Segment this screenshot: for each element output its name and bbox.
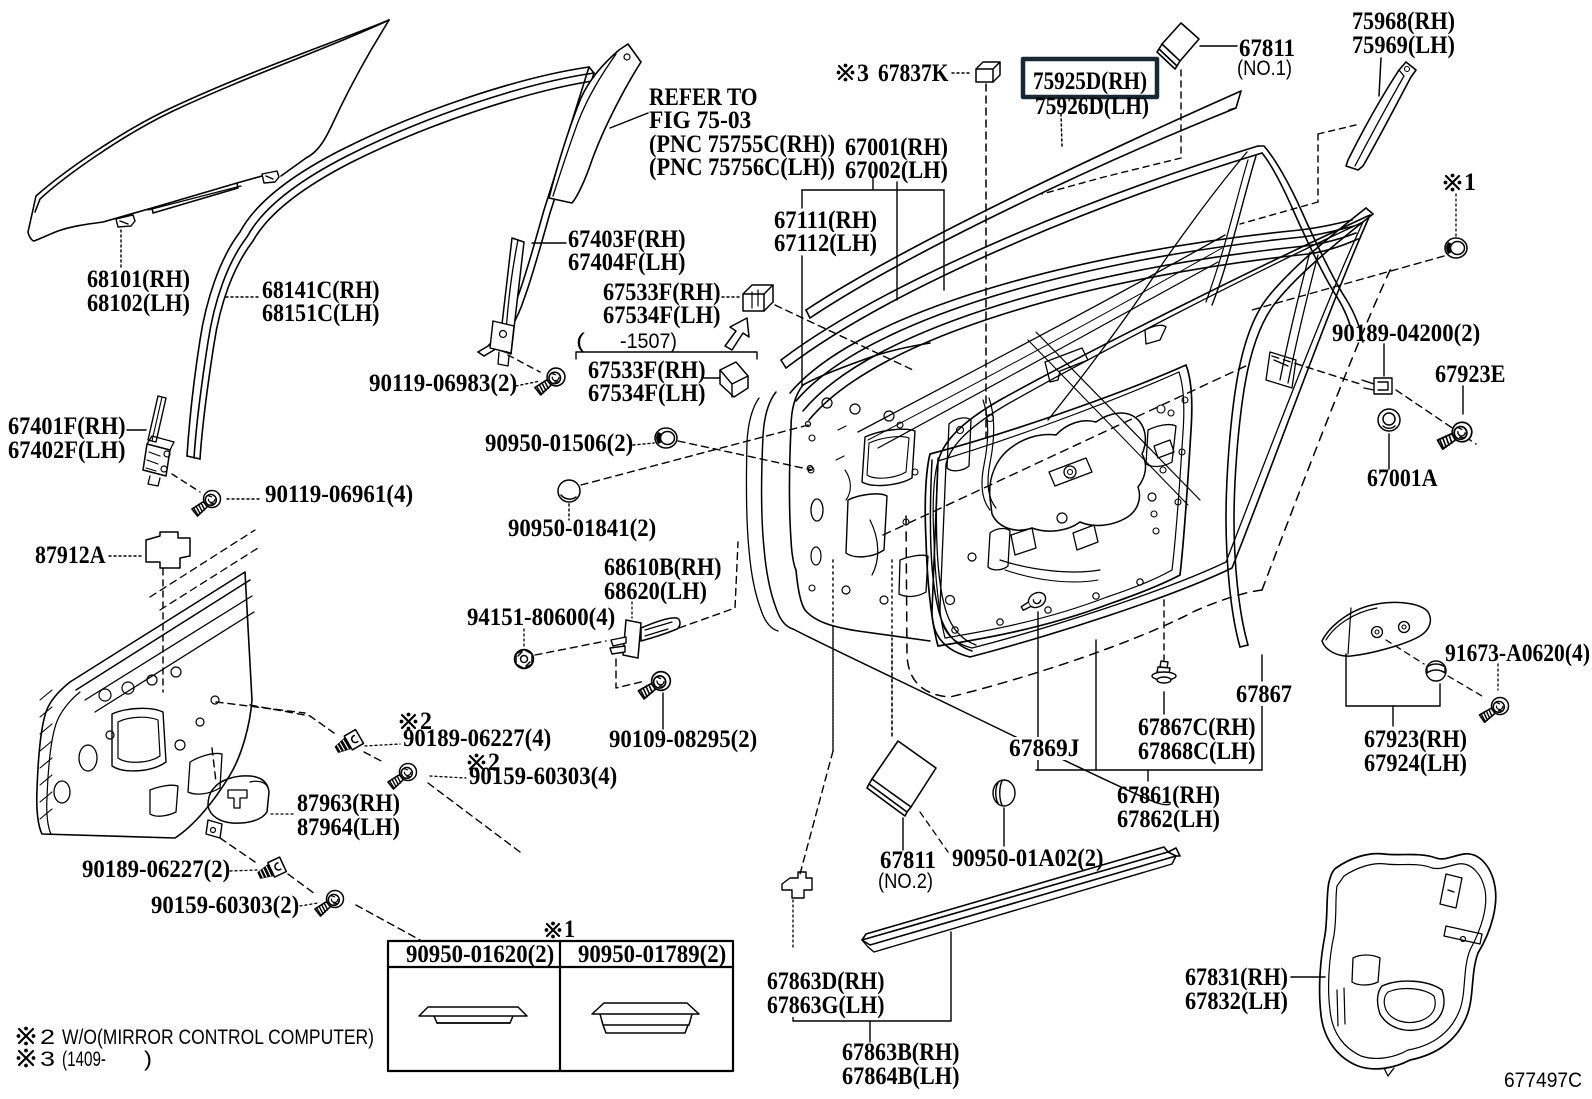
svg-text:67402F(LH): 67402F(LH) (8, 437, 126, 464)
svg-text:2: 2 (420, 708, 432, 735)
svg-text:75925D(RH): 75925D(RH) (1033, 68, 1147, 95)
svg-text:67837K: 67837K (878, 60, 949, 87)
svg-text:67863B(RH): 67863B(RH) (842, 1039, 960, 1066)
svg-text:67401F(RH): 67401F(RH) (8, 413, 126, 440)
svg-text:90189-06227(2): 90189-06227(2) (82, 856, 230, 883)
svg-text:(NO.1): (NO.1) (1237, 57, 1292, 80)
svg-text:94151-80600(4): 94151-80600(4) (467, 604, 615, 631)
svg-text:67404F(LH): 67404F(LH) (568, 249, 686, 276)
svg-text:67002(LH): 67002(LH) (845, 157, 948, 184)
svg-text:90950-01506(2): 90950-01506(2) (485, 430, 633, 457)
svg-text:90159-60303(2): 90159-60303(2) (151, 892, 299, 919)
svg-text:(PNC 75756C(LH)): (PNC 75756C(LH)) (649, 154, 835, 181)
svg-text:67868C(LH): 67868C(LH) (1138, 738, 1256, 765)
svg-text:67831(RH): 67831(RH) (1185, 964, 1288, 991)
svg-text:68141C(RH): 68141C(RH) (262, 277, 380, 304)
svg-text:90189-06227(4): 90189-06227(4) (403, 725, 551, 752)
svg-text:87912A: 87912A (35, 542, 106, 569)
svg-text:1: 1 (564, 916, 575, 943)
svg-text:90950-01841(2): 90950-01841(2) (508, 515, 656, 542)
svg-text:75968(RH): 75968(RH) (1352, 8, 1455, 35)
svg-text:90950-01789(2): 90950-01789(2) (578, 941, 726, 968)
svg-text:67534F(LH): 67534F(LH) (588, 380, 706, 407)
svg-text:67863D(RH): 67863D(RH) (767, 968, 885, 995)
svg-text:67923(RH): 67923(RH) (1364, 726, 1467, 753)
svg-text:67403F(RH): 67403F(RH) (568, 226, 686, 253)
svg-text:90950-01A02(2): 90950-01A02(2) (952, 845, 1104, 872)
svg-text:67533F(RH): 67533F(RH) (603, 279, 721, 306)
svg-text:67869J: 67869J (1009, 735, 1080, 762)
svg-text:-1507): -1507) (620, 330, 677, 353)
svg-text:67924(LH): 67924(LH) (1364, 750, 1467, 777)
svg-text:REFER TO: REFER TO (649, 84, 758, 111)
svg-text:91673-A0620(4): 91673-A0620(4) (1445, 640, 1590, 667)
svg-text:67811: 67811 (880, 847, 936, 874)
svg-text:67112(LH): 67112(LH) (774, 230, 877, 257)
svg-text:1: 1 (1464, 169, 1476, 196)
svg-text:67867C(RH): 67867C(RH) (1138, 714, 1256, 741)
svg-text:FIG 75-03: FIG 75-03 (649, 107, 751, 134)
svg-text:87964(LH): 87964(LH) (297, 814, 400, 841)
svg-text:2: 2 (40, 1026, 55, 1049)
svg-text:90950-01620(2): 90950-01620(2) (406, 941, 554, 968)
svg-text:67811: 67811 (1239, 35, 1295, 62)
svg-text:677497C: 677497C (1504, 1069, 1582, 1092)
svg-text:68620(LH): 68620(LH) (604, 578, 707, 605)
svg-text:67001A: 67001A (1367, 465, 1438, 492)
svg-text:67864B(LH): 67864B(LH) (842, 1063, 960, 1090)
svg-text:W/O(MIRROR CONTROL COMPUTER): W/O(MIRROR CONTROL COMPUTER) (62, 1026, 374, 1049)
svg-text:87963(RH): 87963(RH) (297, 790, 400, 817)
svg-text:67923E: 67923E (1435, 361, 1506, 388)
svg-text:75969(LH): 75969(LH) (1352, 32, 1455, 59)
svg-text:68101(RH): 68101(RH) (87, 266, 190, 293)
svg-text:67533F(RH): 67533F(RH) (588, 357, 706, 384)
svg-text:67111(RH): 67111(RH) (774, 207, 877, 234)
svg-text:67001(RH): 67001(RH) (845, 134, 948, 161)
svg-text:90159-60303(4): 90159-60303(4) (469, 763, 617, 790)
svg-text:68102(LH): 68102(LH) (87, 290, 190, 317)
svg-text:): ) (144, 1048, 152, 1071)
svg-text:2: 2 (488, 749, 500, 776)
svg-text:90119-06983(2): 90119-06983(2) (369, 370, 517, 397)
svg-text:67861(RH): 67861(RH) (1117, 782, 1220, 809)
svg-text:(PNC 75755C(RH)): (PNC 75755C(RH)) (649, 131, 835, 158)
svg-text:67867: 67867 (1236, 681, 1292, 708)
svg-text:90119-06961(4): 90119-06961(4) (265, 481, 413, 508)
svg-text:67863G(LH): 67863G(LH) (767, 992, 885, 1019)
svg-text:(NO.2): (NO.2) (878, 870, 933, 893)
svg-text:(: ( (576, 330, 585, 353)
svg-text:90109-08295(2): 90109-08295(2) (609, 726, 757, 753)
svg-text:67862(LH): 67862(LH) (1117, 806, 1220, 833)
svg-text:90189-04200(2): 90189-04200(2) (1332, 320, 1480, 347)
svg-text:75926D(LH): 75926D(LH) (1035, 93, 1149, 120)
svg-text:67534F(LH): 67534F(LH) (603, 302, 721, 329)
svg-text:68610B(RH): 68610B(RH) (604, 554, 722, 581)
svg-text:68151C(LH): 68151C(LH) (262, 300, 380, 327)
svg-text:67832(LH): 67832(LH) (1185, 988, 1288, 1015)
svg-text:3: 3 (857, 60, 869, 87)
svg-text:(1409-: (1409- (62, 1048, 106, 1071)
svg-text:3: 3 (40, 1048, 55, 1071)
